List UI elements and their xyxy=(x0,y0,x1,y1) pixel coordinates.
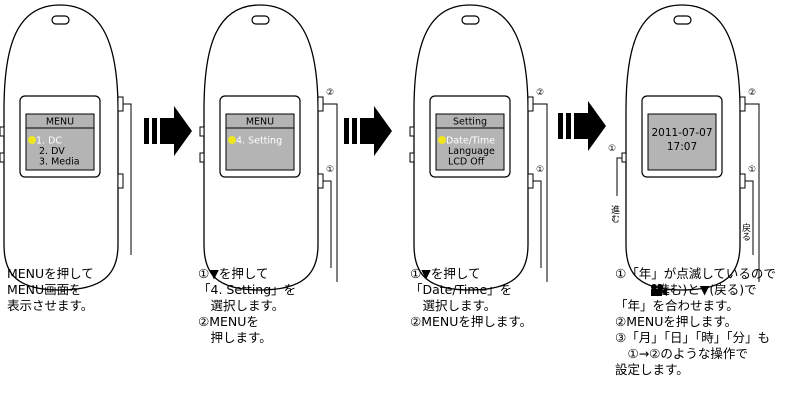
left-side-button xyxy=(199,152,205,163)
button-label-menu: ② xyxy=(326,88,334,98)
button-label-menu: ② xyxy=(536,88,544,98)
caption-line: 選択します。 xyxy=(198,298,285,313)
left-side-button xyxy=(0,126,5,137)
left-side-button xyxy=(409,126,415,137)
caption-step3: ①▼を押して「Date/Time」を 選択します。②MENUを押します。 xyxy=(410,266,532,330)
right-arrow-icon xyxy=(144,106,192,156)
leader-line xyxy=(745,103,760,282)
left-side-button xyxy=(409,152,415,163)
lcd-time: 17:07 xyxy=(667,141,697,153)
caption-line: 「4. Setting」を xyxy=(198,282,297,297)
down-button xyxy=(739,173,746,189)
caption-line: ②MENUを押します。 xyxy=(410,314,533,329)
camera-icon xyxy=(651,284,667,296)
lcd-menu-item: 2. DV xyxy=(39,146,65,157)
leader-line xyxy=(533,103,548,282)
lcd-menu-item: LCD Off xyxy=(448,157,485,168)
lcd-menu-item: 3. Media xyxy=(39,157,80,168)
down-button xyxy=(527,173,534,189)
speaker-slot xyxy=(51,15,70,25)
lcd-header-bar xyxy=(25,113,95,129)
lcd-screen xyxy=(647,113,717,171)
leader-line xyxy=(323,103,338,282)
caption-line: 「Date/Time」を xyxy=(410,282,513,297)
speaker-slot xyxy=(251,15,270,25)
left-side-button xyxy=(0,152,5,163)
caption-line: 「年」を合わせます。 xyxy=(615,298,739,313)
caption-line: ①→②のような操作で xyxy=(615,346,748,361)
caption-line: ②MENUを xyxy=(198,314,259,329)
selection-dot xyxy=(438,136,446,144)
caption-line: ③「月」「日」「時」「分」も xyxy=(615,330,770,345)
caption-line: 設定します。 xyxy=(615,362,689,377)
device-step3: Setting Date/Time Language LCD Off ② ① xyxy=(409,4,548,291)
leader-line xyxy=(616,157,622,196)
button-label-down: ① xyxy=(536,165,544,175)
caption-line-text: (進む)と▼(戻る)で xyxy=(615,282,757,297)
leader-line xyxy=(745,180,754,255)
caption-line: 押します。 xyxy=(198,330,272,345)
advance-button xyxy=(621,152,627,163)
lcd-header: MENU xyxy=(246,117,274,128)
caption-line: 選択します。 xyxy=(410,298,497,313)
menu-button xyxy=(117,96,124,112)
caption-line: ②MENUを押します。 xyxy=(615,314,738,329)
device-step4: 2011-07-07 17:07 ② ① ① 進む 戻る xyxy=(608,4,760,291)
leader-line xyxy=(123,103,132,255)
side-label-back: 戻る xyxy=(740,222,751,241)
caption-line: 表示させます。 xyxy=(7,298,94,313)
selection-dot xyxy=(228,136,236,144)
lcd-header: MENU xyxy=(46,117,74,128)
lcd-header-bar xyxy=(225,113,295,129)
lcd-date: 2011-07-07 xyxy=(651,127,712,139)
leader-line xyxy=(533,180,542,268)
button-label-advance: ① xyxy=(608,144,616,154)
device-step2: MENU 4. Setting ② ① xyxy=(199,4,338,291)
button-label-menu: ② xyxy=(748,88,756,98)
selection-dot xyxy=(28,136,36,144)
lcd-menu-item: 4. Setting xyxy=(236,136,282,147)
side-label-advance: 進む xyxy=(609,204,620,223)
caption-line: (進む)と▼(戻る)で xyxy=(615,282,776,298)
device-step1: MENU 1. DC 2. DV 3. Media xyxy=(0,4,132,291)
left-side-button xyxy=(199,126,205,137)
leader-line xyxy=(323,180,332,268)
caption-line: ①▼を押して xyxy=(198,266,269,281)
caption-step2: ①▼を押して「4. Setting」を 選択します。②MENUを 押します。 xyxy=(198,266,296,346)
lcd-menu-item: Language xyxy=(448,146,495,157)
menu-button xyxy=(527,96,534,112)
down-button xyxy=(117,173,124,189)
caption-step4: ①「年」が点滅しているので (進む)と▼(戻る)で「年」を合わせます。②MENU… xyxy=(615,266,776,378)
right-arrow-icon xyxy=(558,101,606,151)
lcd-menu-item: 1. DC xyxy=(36,136,62,147)
lcd-menu-item: Date/Time xyxy=(446,136,495,147)
button-label-down: ① xyxy=(748,165,756,175)
lcd-header: Setting xyxy=(453,117,487,128)
down-button xyxy=(317,173,324,189)
button-label-down: ① xyxy=(326,165,334,175)
lcd-header-bar xyxy=(435,113,505,129)
right-arrow-icon xyxy=(344,106,392,156)
menu-button xyxy=(317,96,324,112)
caption-line: ①▼を押して xyxy=(410,266,481,281)
caption-line: MENUを押して xyxy=(7,266,94,281)
speaker-slot xyxy=(461,15,480,25)
caption-line: ①「年」が点滅しているので xyxy=(615,266,776,281)
menu-button xyxy=(739,96,746,112)
caption-line: MENU画面を xyxy=(7,282,82,297)
speaker-slot xyxy=(673,15,692,25)
